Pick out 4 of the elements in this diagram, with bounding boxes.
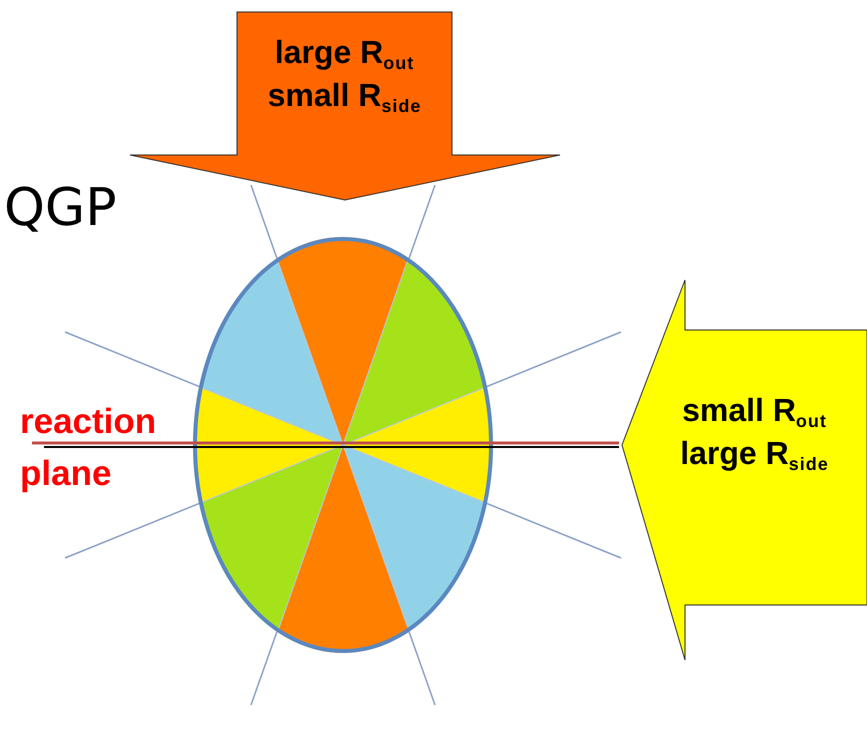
arrow-label: small R$_{out}$ large R$_{side}$ — [679, 391, 830, 475]
reaction-plane-label: reaction plane — [20, 401, 158, 495]
qgp-label: QGP — [4, 178, 117, 238]
arrow-label: large R$_{out}$ small R$_{side}$ — [266, 33, 422, 117]
